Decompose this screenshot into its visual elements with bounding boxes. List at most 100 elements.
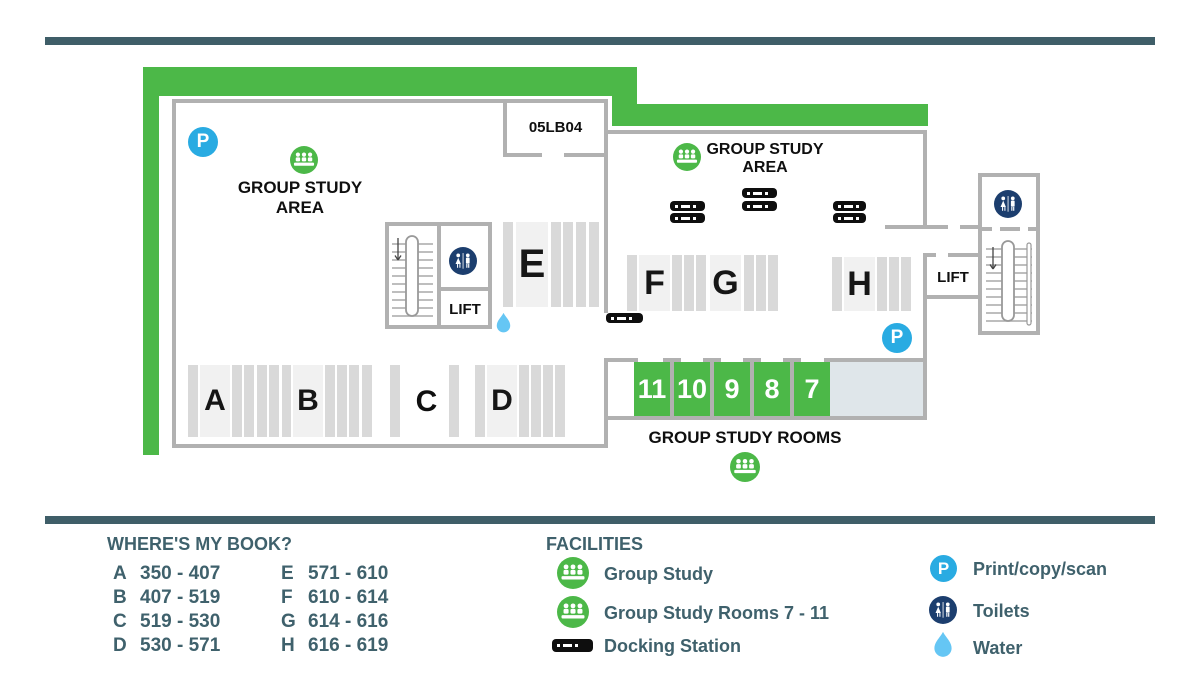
bookshelf-D: D xyxy=(487,365,517,437)
green-border-left xyxy=(143,67,159,455)
bookshelf-bar xyxy=(282,365,291,437)
bookshelf-bar xyxy=(543,365,553,437)
service-label-toilets: Toilets xyxy=(973,601,1030,621)
group-study-icon xyxy=(673,143,701,171)
bookshelf-bar xyxy=(832,257,842,311)
study-room-7: 7 xyxy=(794,362,830,416)
facility-label-group-study-rooms: Group Study Rooms 7 - 11 xyxy=(604,603,830,623)
wall xyxy=(1028,227,1036,231)
wall xyxy=(960,225,978,229)
print-icon: P xyxy=(188,127,218,157)
bookshelf-bar xyxy=(696,255,706,311)
green-border-top xyxy=(143,67,637,96)
bookshelf-bar xyxy=(188,365,198,437)
wall xyxy=(783,358,801,362)
bookshelf-bar xyxy=(877,257,887,311)
bookshelf-bar xyxy=(744,255,754,311)
bookshelf-bar xyxy=(325,365,335,437)
print-icon: P xyxy=(930,555,957,582)
wall xyxy=(385,222,389,329)
bookshelf-A: A xyxy=(200,365,230,437)
bookshelf-bar xyxy=(475,365,485,437)
book-range-row: G 614 - 616 xyxy=(281,610,388,634)
shelf-range: 530 - 571 xyxy=(140,635,221,656)
shelf-range: 616 - 619 xyxy=(308,635,389,656)
wall xyxy=(743,358,761,362)
bookshelf-C: C xyxy=(415,385,438,418)
docking-station-icon xyxy=(833,201,866,211)
docking-station-icon xyxy=(552,639,593,652)
toilets-icon xyxy=(994,190,1022,218)
wall xyxy=(437,222,441,329)
bookshelf-H: H xyxy=(844,257,875,311)
wall xyxy=(604,358,638,362)
bookshelf-bar xyxy=(503,222,513,307)
toilets-icon xyxy=(449,247,477,275)
book-range-row: H 616 - 619 xyxy=(281,634,388,658)
lift-label-left: LIFT xyxy=(449,301,481,318)
service-label-water: Water xyxy=(973,638,1023,658)
group-study-icon xyxy=(290,146,318,174)
shelf-letter: G xyxy=(281,611,296,632)
book-range-row: C 519 - 530 xyxy=(113,610,220,634)
bookshelf-bar xyxy=(257,365,267,437)
wall xyxy=(790,362,794,416)
bookshelf-bar xyxy=(563,222,573,307)
wall xyxy=(663,358,681,362)
wall xyxy=(978,173,1040,177)
bookshelf-bar xyxy=(901,257,911,311)
study-room-10: 10 xyxy=(674,362,710,416)
wall xyxy=(923,253,927,299)
bookshelf-bar xyxy=(889,257,899,311)
bottom-rule xyxy=(45,516,1155,524)
toilets-icon xyxy=(929,596,957,624)
book-range-row: D 530 - 571 xyxy=(113,634,220,658)
shelf-letter: H xyxy=(281,635,295,656)
bookshelf-bar xyxy=(349,365,359,437)
bookshelf-bar xyxy=(362,365,372,437)
shelf-letter: C xyxy=(113,611,127,632)
water-icon xyxy=(932,631,954,660)
shelf-range: 610 - 614 xyxy=(308,587,389,608)
bookshelf-bar xyxy=(519,365,529,437)
group-study-icon xyxy=(557,596,589,628)
wall xyxy=(750,362,754,416)
group-study-area-right-line1: GROUP STUDY xyxy=(706,141,824,158)
vacant-area xyxy=(830,362,923,416)
shelf-letter: D xyxy=(113,635,127,656)
wall xyxy=(703,358,721,362)
bookshelf-bar xyxy=(768,255,778,311)
wall xyxy=(670,362,674,416)
shelf-range: 519 - 530 xyxy=(140,611,221,632)
wall xyxy=(982,227,992,231)
shelf-range: 407 - 519 xyxy=(140,587,221,608)
bookshelf-bar xyxy=(627,255,637,311)
bookshelf-bar xyxy=(576,222,586,307)
bookshelf-F: F xyxy=(639,255,670,311)
wall xyxy=(978,331,1040,335)
shelf-range: 614 - 616 xyxy=(308,611,389,632)
shelf-range: 571 - 610 xyxy=(308,563,389,584)
wall xyxy=(1036,173,1040,335)
wall xyxy=(885,225,948,229)
wall xyxy=(503,99,507,157)
bookshelf-B: B xyxy=(293,365,323,437)
wall xyxy=(564,153,608,157)
bookshelf-bar xyxy=(337,365,347,437)
bookshelf-bar xyxy=(269,365,279,437)
wall xyxy=(948,253,978,257)
facility-label-group-study: Group Study xyxy=(604,564,713,584)
stairs-icon xyxy=(390,228,435,323)
shelf-letter: A xyxy=(113,563,127,584)
bookshelf-bar xyxy=(390,365,400,437)
bookshelf-E: E xyxy=(516,222,548,307)
bookshelf-bar xyxy=(244,365,254,437)
wall xyxy=(608,130,927,134)
shelf-letter: E xyxy=(281,563,294,584)
group-study-icon xyxy=(557,557,589,589)
wall xyxy=(441,287,488,291)
